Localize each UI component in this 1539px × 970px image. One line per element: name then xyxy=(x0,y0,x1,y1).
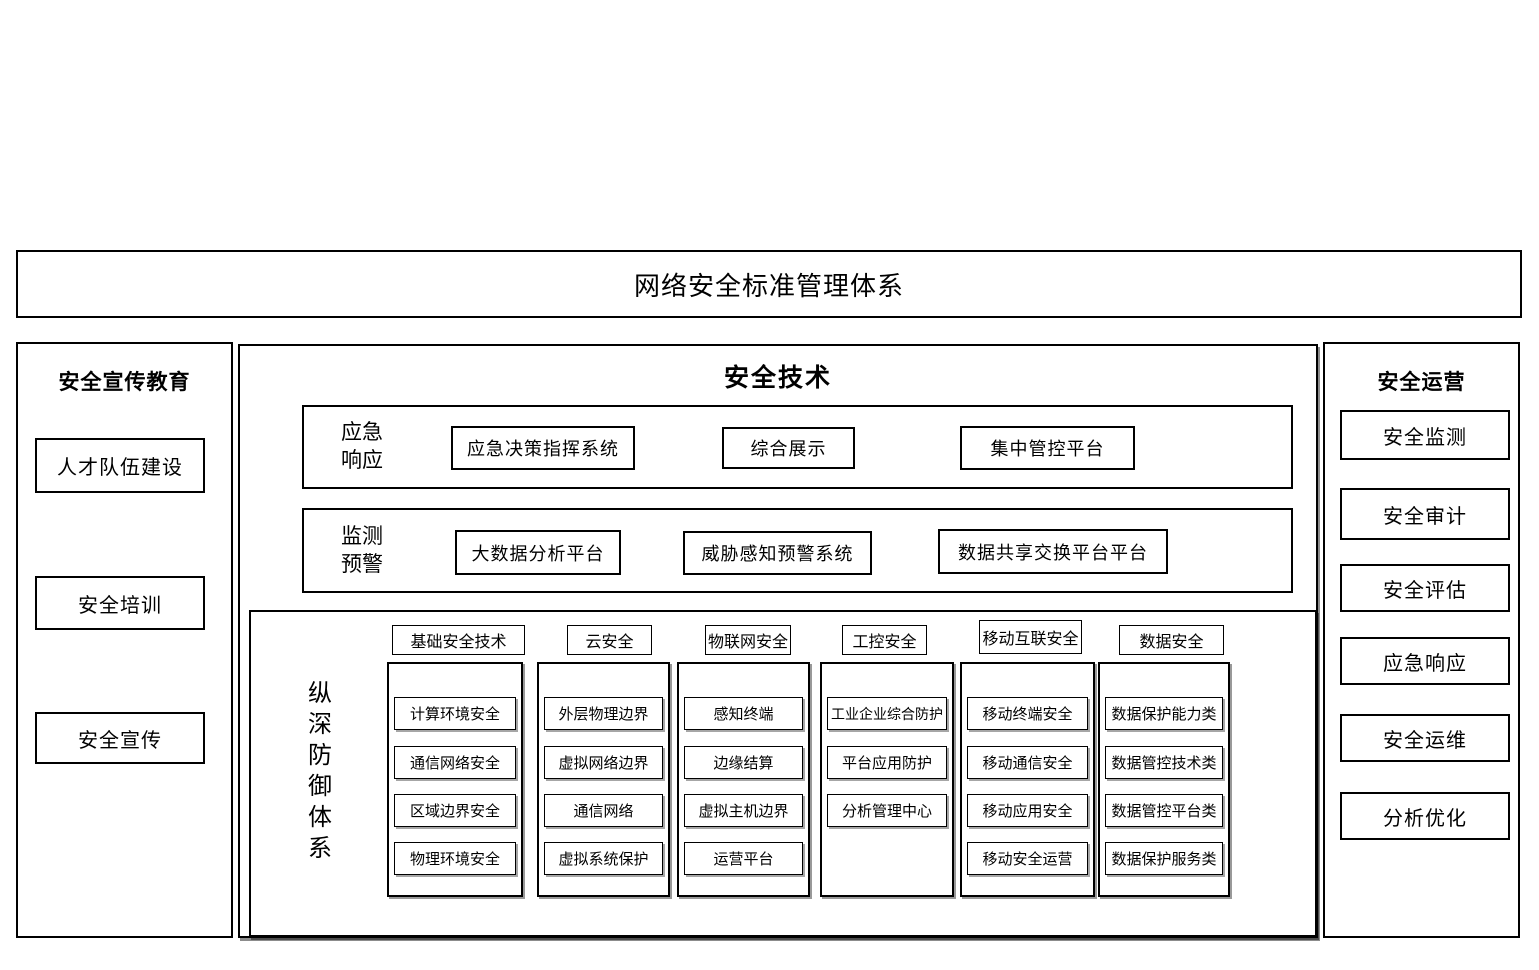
header-data-security: 数据安全 xyxy=(1119,625,1224,655)
column-cloud-security: 外层物理边界 虚拟网络边界 通信网络 虚拟系统保护 xyxy=(537,662,670,897)
item-area-boundary-security: 区域边界安全 xyxy=(394,794,516,827)
left-panel-item-security-training: 安全培训 xyxy=(35,576,205,630)
middle-panel-security-technology: 安全技术 应急响应 应急决策指挥系统 综合展示 集中管控平台 监测预警 大数据分… xyxy=(238,344,1318,938)
left-panel-item-talent-team: 人才队伍建设 xyxy=(35,438,205,493)
monitoring-warning-label: 监测预警 xyxy=(341,524,383,576)
item-virtual-network-boundary: 虚拟网络边界 xyxy=(544,746,663,779)
right-panel-security-operations: 安全运营 安全监测 安全审计 安全评估 应急响应 安全运维 分析优化 xyxy=(1323,342,1520,938)
item-mobile-comm-security: 移动通信安全 xyxy=(967,746,1088,779)
item-virtual-system-protection: 虚拟系统保护 xyxy=(544,842,663,875)
left-panel-title: 安全宣传教育 xyxy=(58,371,191,394)
item-operation-platform: 运营平台 xyxy=(684,842,803,875)
data-sharing-exchange-platform-box: 数据共享交换平台平台 xyxy=(938,529,1168,574)
header-iot-security: 物联网安全 xyxy=(705,625,791,655)
item-data-protection-service: 数据保护服务类 xyxy=(1105,842,1223,875)
column-ics-security: 工业企业综合防护 平台应用防护 分析管理中心 xyxy=(820,662,954,897)
column-iot-security: 感知终端 边缘结算 虚拟主机边界 运营平台 xyxy=(677,662,810,897)
right-panel-item-security-monitoring: 安全监测 xyxy=(1340,410,1510,460)
centralized-control-platform-box: 集中管控平台 xyxy=(960,426,1135,470)
header-cloud-security: 云安全 xyxy=(567,625,652,655)
diagram-title-banner: 网络安全标准管理体系 xyxy=(16,250,1522,318)
emergency-response-row: 应急响应 应急决策指挥系统 综合展示 集中管控平台 xyxy=(302,405,1293,489)
emergency-response-label: 应急响应 xyxy=(341,421,383,472)
header-mobile-internet-security: 移动互联安全 xyxy=(979,620,1082,654)
item-virtual-host-boundary: 虚拟主机边界 xyxy=(684,794,803,827)
right-panel-title: 安全运营 xyxy=(1377,371,1466,394)
item-mobile-security-operation: 移动安全运营 xyxy=(967,842,1088,875)
item-industrial-comprehensive-protection: 工业企业综合防护 xyxy=(827,697,947,730)
right-panel-item-security-ops-maintenance: 安全运维 xyxy=(1340,714,1510,762)
middle-panel-title: 安全技术 xyxy=(723,364,832,392)
item-edge-computing: 边缘结算 xyxy=(684,746,803,779)
item-analysis-mgmt-center: 分析管理中心 xyxy=(827,794,947,827)
header-ics-security: 工控安全 xyxy=(842,625,927,655)
big-data-analysis-platform-box: 大数据分析平台 xyxy=(455,530,621,575)
column-mobile-internet-security: 移动终端安全 移动通信安全 移动应用安全 移动安全运营 xyxy=(960,662,1095,897)
item-computing-env-security: 计算环境安全 xyxy=(394,697,516,730)
item-platform-app-protection: 平台应用防护 xyxy=(827,746,947,779)
item-mobile-app-security: 移动应用安全 xyxy=(967,794,1088,827)
right-panel-item-security-audit: 安全审计 xyxy=(1340,488,1510,540)
threat-awareness-warning-system-box: 威胁感知预警系统 xyxy=(683,531,872,575)
item-data-control-platform: 数据管控平台类 xyxy=(1105,794,1223,827)
right-panel-item-emergency-response: 应急响应 xyxy=(1340,637,1510,685)
item-comm-network: 通信网络 xyxy=(544,794,663,827)
right-panel-item-analysis-optimization: 分析优化 xyxy=(1340,792,1510,840)
right-panel-item-security-assessment: 安全评估 xyxy=(1340,564,1510,612)
header-basic-security-tech: 基础安全技术 xyxy=(392,625,525,655)
item-physical-env-security: 物理环境安全 xyxy=(394,842,516,875)
emergency-decision-command-system-box: 应急决策指挥系统 xyxy=(451,426,635,470)
item-comm-network-security: 通信网络安全 xyxy=(394,746,516,779)
item-outer-physical-boundary: 外层物理边界 xyxy=(544,697,663,730)
column-data-security: 数据保护能力类 数据管控技术类 数据管控平台类 数据保护服务类 xyxy=(1098,662,1230,897)
column-basic-security-tech: 计算环境安全 通信网络安全 区域边界安全 物理环境安全 xyxy=(387,662,523,897)
item-data-protection-capability: 数据保护能力类 xyxy=(1105,697,1223,730)
item-sensing-terminal: 感知终端 xyxy=(684,697,803,730)
left-panel-publicity-education: 安全宣传教育 人才队伍建设 安全培训 安全宣传 xyxy=(16,342,233,938)
item-mobile-terminal-security: 移动终端安全 xyxy=(967,697,1088,730)
diagram-title: 网络安全标准管理体系 xyxy=(633,270,904,301)
defense-in-depth-label: 纵深防御体系 xyxy=(308,680,332,862)
monitoring-warning-row: 监测预警 大数据分析平台 威胁感知预警系统 数据共享交换平台平台 xyxy=(302,508,1293,593)
left-panel-item-security-publicity: 安全宣传 xyxy=(35,712,205,764)
comprehensive-display-box: 综合展示 xyxy=(722,427,855,469)
item-data-control-technology: 数据管控技术类 xyxy=(1105,746,1223,779)
defense-in-depth-box: 纵深防御体系 基础安全技术 云安全 物联网安全 工控安全 移动互联安全 数据安全 xyxy=(249,610,1317,937)
